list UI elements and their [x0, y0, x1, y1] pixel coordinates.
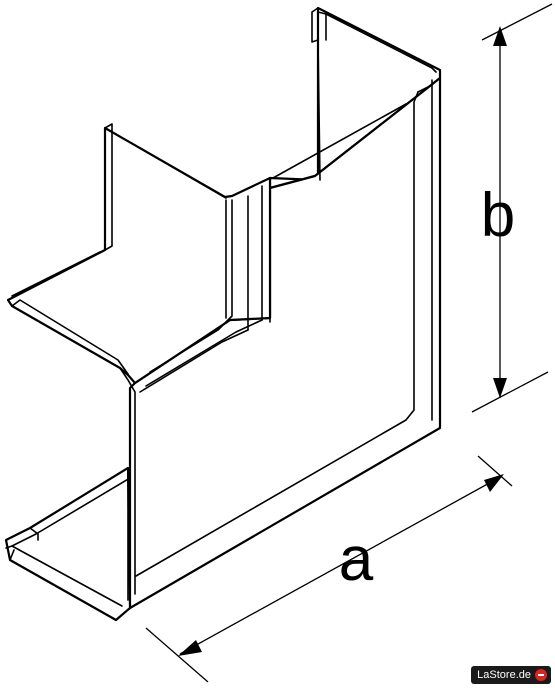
- arrowhead-a-right: [484, 474, 504, 492]
- arrowhead-b-bottom: [493, 378, 507, 398]
- watermark-logo-icon: [535, 669, 547, 681]
- dimension-a-label: a: [339, 525, 374, 594]
- dimension-b: b: [471, 3, 553, 413]
- dimension-a: a: [145, 455, 513, 683]
- store-watermark: LaStore.de: [471, 666, 551, 684]
- arrowhead-b-top: [493, 26, 507, 46]
- corner-piece-edges: [5, 7, 437, 607]
- dimension-b-label: b: [481, 181, 515, 250]
- corner-piece-outline: [4, 6, 442, 622]
- arrowhead-a-left: [178, 640, 202, 656]
- watermark-text: LaStore.de: [477, 669, 531, 681]
